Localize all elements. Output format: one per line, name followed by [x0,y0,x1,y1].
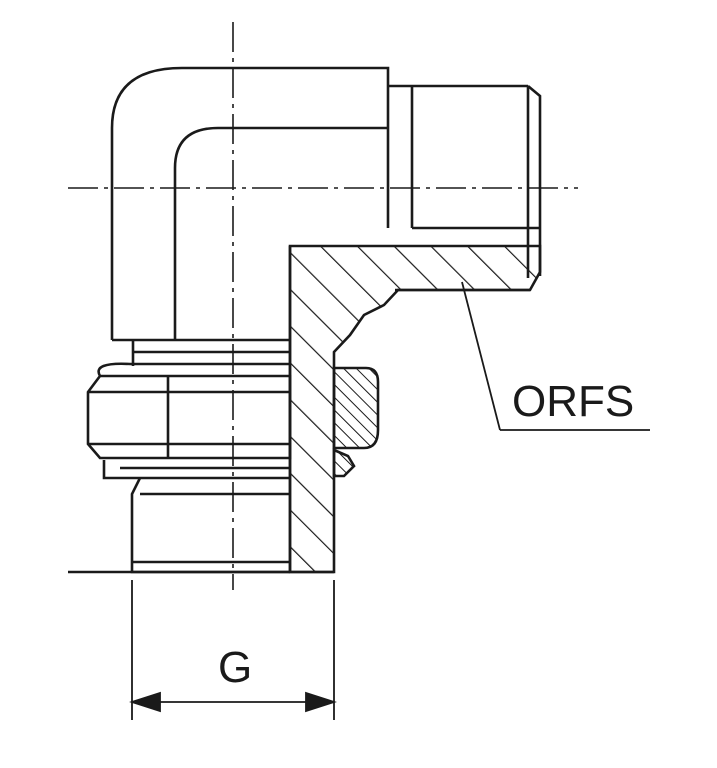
o-ring-seal [332,366,380,450]
orfs-leader [461,281,650,431]
orfs-label: ORFS [512,377,634,426]
dimension-g [129,580,337,720]
section-hatch [288,244,542,574]
o-ring-groove [332,448,356,478]
lock-nut [86,362,292,460]
elbow-outer-outline [110,66,390,340]
elbow-inner-outline [173,126,388,340]
dimension-g-label: G [218,643,252,692]
backup-washer [102,460,290,480]
centerlines [68,22,578,590]
lower-stud [130,477,290,574]
